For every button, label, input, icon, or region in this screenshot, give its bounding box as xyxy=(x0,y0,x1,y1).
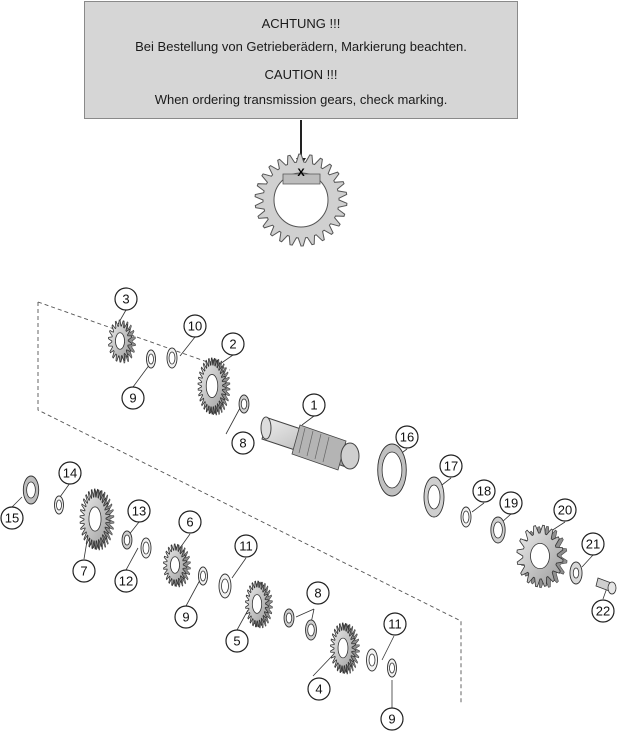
reference-gear-marking: X xyxy=(254,153,348,247)
gear-5 xyxy=(245,580,273,629)
notice-title-en: CAUTION !!! xyxy=(264,67,338,82)
callout-21: 21 xyxy=(581,532,605,556)
callout-label: 19 xyxy=(504,496,518,511)
bearing-16 xyxy=(377,443,407,497)
marking-label: X xyxy=(297,167,305,179)
ring-21 xyxy=(569,561,583,585)
ring-18 xyxy=(460,506,472,528)
callout-label: 14 xyxy=(63,466,77,481)
callout-11: 11 xyxy=(234,534,258,558)
callout-12: 12 xyxy=(114,569,138,593)
callout-label: 15 xyxy=(5,511,19,526)
sprocket-20 xyxy=(516,524,568,589)
bolt-22 xyxy=(595,577,617,595)
callout-label: 21 xyxy=(586,537,600,552)
callout-9: 9 xyxy=(174,605,198,629)
callout-label: 2 xyxy=(229,337,236,352)
callout-label: 9 xyxy=(182,610,189,625)
callout-15: 15 xyxy=(0,506,24,530)
bush-13 xyxy=(121,530,133,550)
callout-6: 6 xyxy=(178,510,202,534)
ring-9a xyxy=(146,349,156,369)
callout-label: 11 xyxy=(388,617,402,632)
gear-7 xyxy=(79,488,115,551)
callout-3: 3 xyxy=(114,287,138,311)
callout-label: 1 xyxy=(310,398,317,413)
callout-label: 12 xyxy=(119,574,133,589)
callout-4: 4 xyxy=(307,677,331,701)
callout-7: 7 xyxy=(72,559,96,583)
bush-8b xyxy=(283,608,295,628)
callout-label: 6 xyxy=(186,515,193,530)
callout-8: 8 xyxy=(306,581,330,605)
callout-label: 17 xyxy=(444,459,458,474)
callout-20: 20 xyxy=(553,498,577,522)
shaft-outline-frame xyxy=(37,301,462,704)
main-shaft xyxy=(260,416,360,471)
callout-9: 9 xyxy=(121,386,145,410)
bearing-15 xyxy=(22,475,40,505)
gear-4 xyxy=(330,622,360,675)
bush-8c xyxy=(305,619,317,641)
notice-title-de: ACHTUNG !!! xyxy=(261,16,341,31)
gear-6 xyxy=(163,543,191,588)
notice-text-en: When ordering transmission gears, check … xyxy=(154,92,448,107)
bearing-17 xyxy=(423,476,445,518)
callout-8: 8 xyxy=(231,431,255,455)
gear-3 xyxy=(108,319,136,364)
callout-18: 18 xyxy=(472,479,496,503)
callout-10: 10 xyxy=(183,314,207,338)
callout-label: 4 xyxy=(315,682,322,697)
callout-11: 11 xyxy=(383,612,407,636)
callout-2: 2 xyxy=(221,332,245,356)
callout-5: 5 xyxy=(225,629,249,653)
gear-2 xyxy=(197,357,231,416)
callout-label: 9 xyxy=(388,712,395,727)
bush-19 xyxy=(490,516,506,544)
ring-9c xyxy=(387,658,397,678)
callout-13: 13 xyxy=(127,499,151,523)
callout-1: 1 xyxy=(302,393,326,417)
notice-text-de: Bei Bestellung von Getrieberädern, Marki… xyxy=(135,39,467,54)
callout-label: 3 xyxy=(122,292,129,307)
callout-label: 22 xyxy=(596,604,610,619)
callout-label: 10 xyxy=(188,319,202,334)
callout-label: 9 xyxy=(129,391,136,406)
callout-19: 19 xyxy=(499,491,523,515)
callout-22: 22 xyxy=(591,599,615,623)
callout-label: 5 xyxy=(233,634,240,649)
callout-label: 18 xyxy=(477,484,491,499)
callout-label: 7 xyxy=(80,564,87,579)
ring-11a xyxy=(218,573,232,599)
ring-14 xyxy=(54,495,64,515)
callout-16: 16 xyxy=(395,425,419,449)
callout-label: 16 xyxy=(400,430,414,445)
ring-12 xyxy=(140,537,152,559)
callout-label: 20 xyxy=(558,503,572,518)
callout-17: 17 xyxy=(439,454,463,478)
callout-14: 14 xyxy=(58,461,82,485)
bush-8a xyxy=(238,394,250,414)
ring-10 xyxy=(166,347,178,369)
callout-label: 8 xyxy=(239,436,246,451)
ring-9b xyxy=(198,566,208,586)
callout-label: 11 xyxy=(239,539,253,554)
callout-label: 13 xyxy=(132,504,146,519)
ring-11b xyxy=(366,648,378,672)
caution-notice: ACHTUNG !!! Bei Bestellung von Getrieber… xyxy=(84,1,518,119)
callout-9: 9 xyxy=(380,707,404,731)
transmission-parts xyxy=(22,319,617,678)
callout-label: 8 xyxy=(314,586,321,601)
